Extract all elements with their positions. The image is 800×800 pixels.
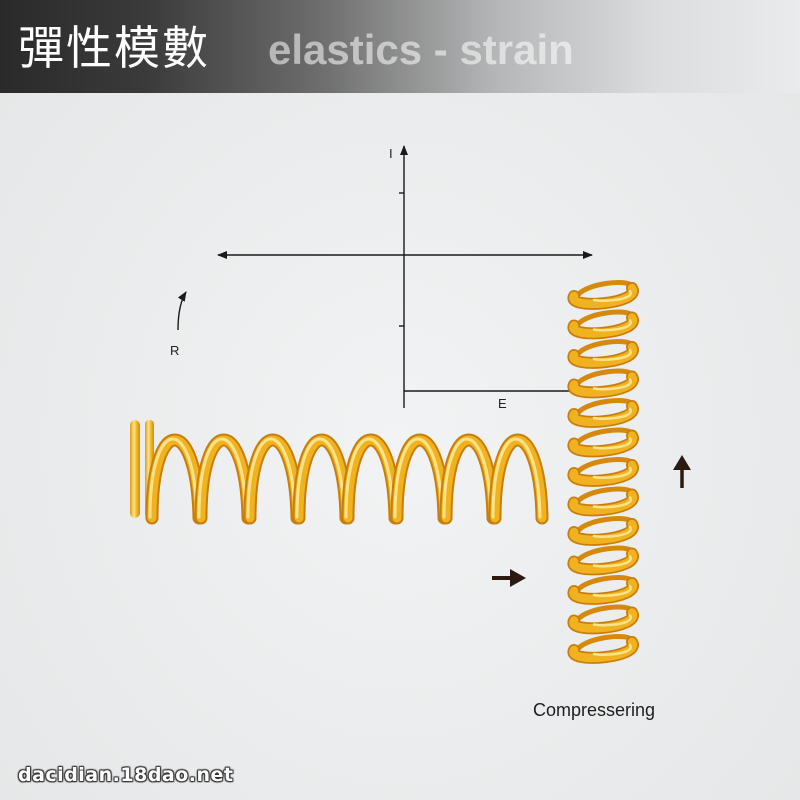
spring-coil-highlight — [393, 437, 444, 519]
spring-coil-highlight — [592, 348, 632, 361]
spring-coil-highlight — [592, 437, 632, 450]
spring-coil — [569, 490, 637, 515]
up-arrow-icon — [673, 455, 691, 488]
spring-coil-highlight — [491, 437, 542, 519]
spring-coil-highlight — [197, 437, 248, 519]
spring-coil-highlight — [246, 437, 297, 519]
spring-coil-highlight — [592, 496, 632, 509]
curved-arrow-label: R — [170, 343, 180, 358]
watermark: dacidian.18dao.net — [18, 764, 234, 786]
spring-coil-highlight — [592, 525, 632, 538]
page-title: 彈性模數 — [18, 21, 210, 75]
vertical-spring — [567, 280, 639, 664]
page-subtitle: elastics - strain — [268, 26, 574, 73]
spring-coil — [569, 637, 637, 663]
spring-coil-highlight — [592, 643, 632, 656]
vertical-axis-label: I — [389, 146, 393, 161]
spring-coil — [569, 608, 637, 633]
spring-coil-highlight — [295, 437, 346, 519]
spring-coil-highlight — [442, 437, 493, 519]
spring-coil — [569, 431, 637, 456]
spring-coil — [569, 460, 637, 486]
spring-coil — [569, 283, 637, 309]
spring-coil — [569, 342, 637, 368]
spring-coil — [569, 519, 637, 545]
spring-coil — [569, 313, 637, 338]
spring-coil-highlight — [592, 378, 632, 391]
spring-coil — [569, 549, 637, 574]
horizontal-spring — [130, 420, 549, 525]
spring-coil-highlight — [148, 437, 199, 519]
spring-end-cap — [130, 420, 140, 518]
spring-coil — [569, 372, 637, 397]
right-arrow-icon — [492, 569, 526, 587]
compression-label: Compressering — [533, 700, 656, 720]
curved-arrow-icon — [177, 291, 187, 331]
axes — [217, 145, 618, 408]
spring-coil — [569, 578, 637, 604]
spring-coil-highlight — [592, 319, 632, 332]
spring-coil-highlight — [592, 555, 632, 568]
horizontal-arrow-label: E — [498, 396, 507, 411]
spring-coil-highlight — [592, 466, 632, 479]
spring-coil-highlight — [592, 614, 632, 627]
title-banner — [0, 0, 800, 93]
spring-coil-highlight — [592, 289, 632, 302]
spring-coil-highlight — [592, 407, 632, 420]
spring-coil-highlight — [344, 437, 395, 519]
spring-coil-highlight — [592, 584, 632, 597]
spring-coil — [569, 401, 637, 427]
